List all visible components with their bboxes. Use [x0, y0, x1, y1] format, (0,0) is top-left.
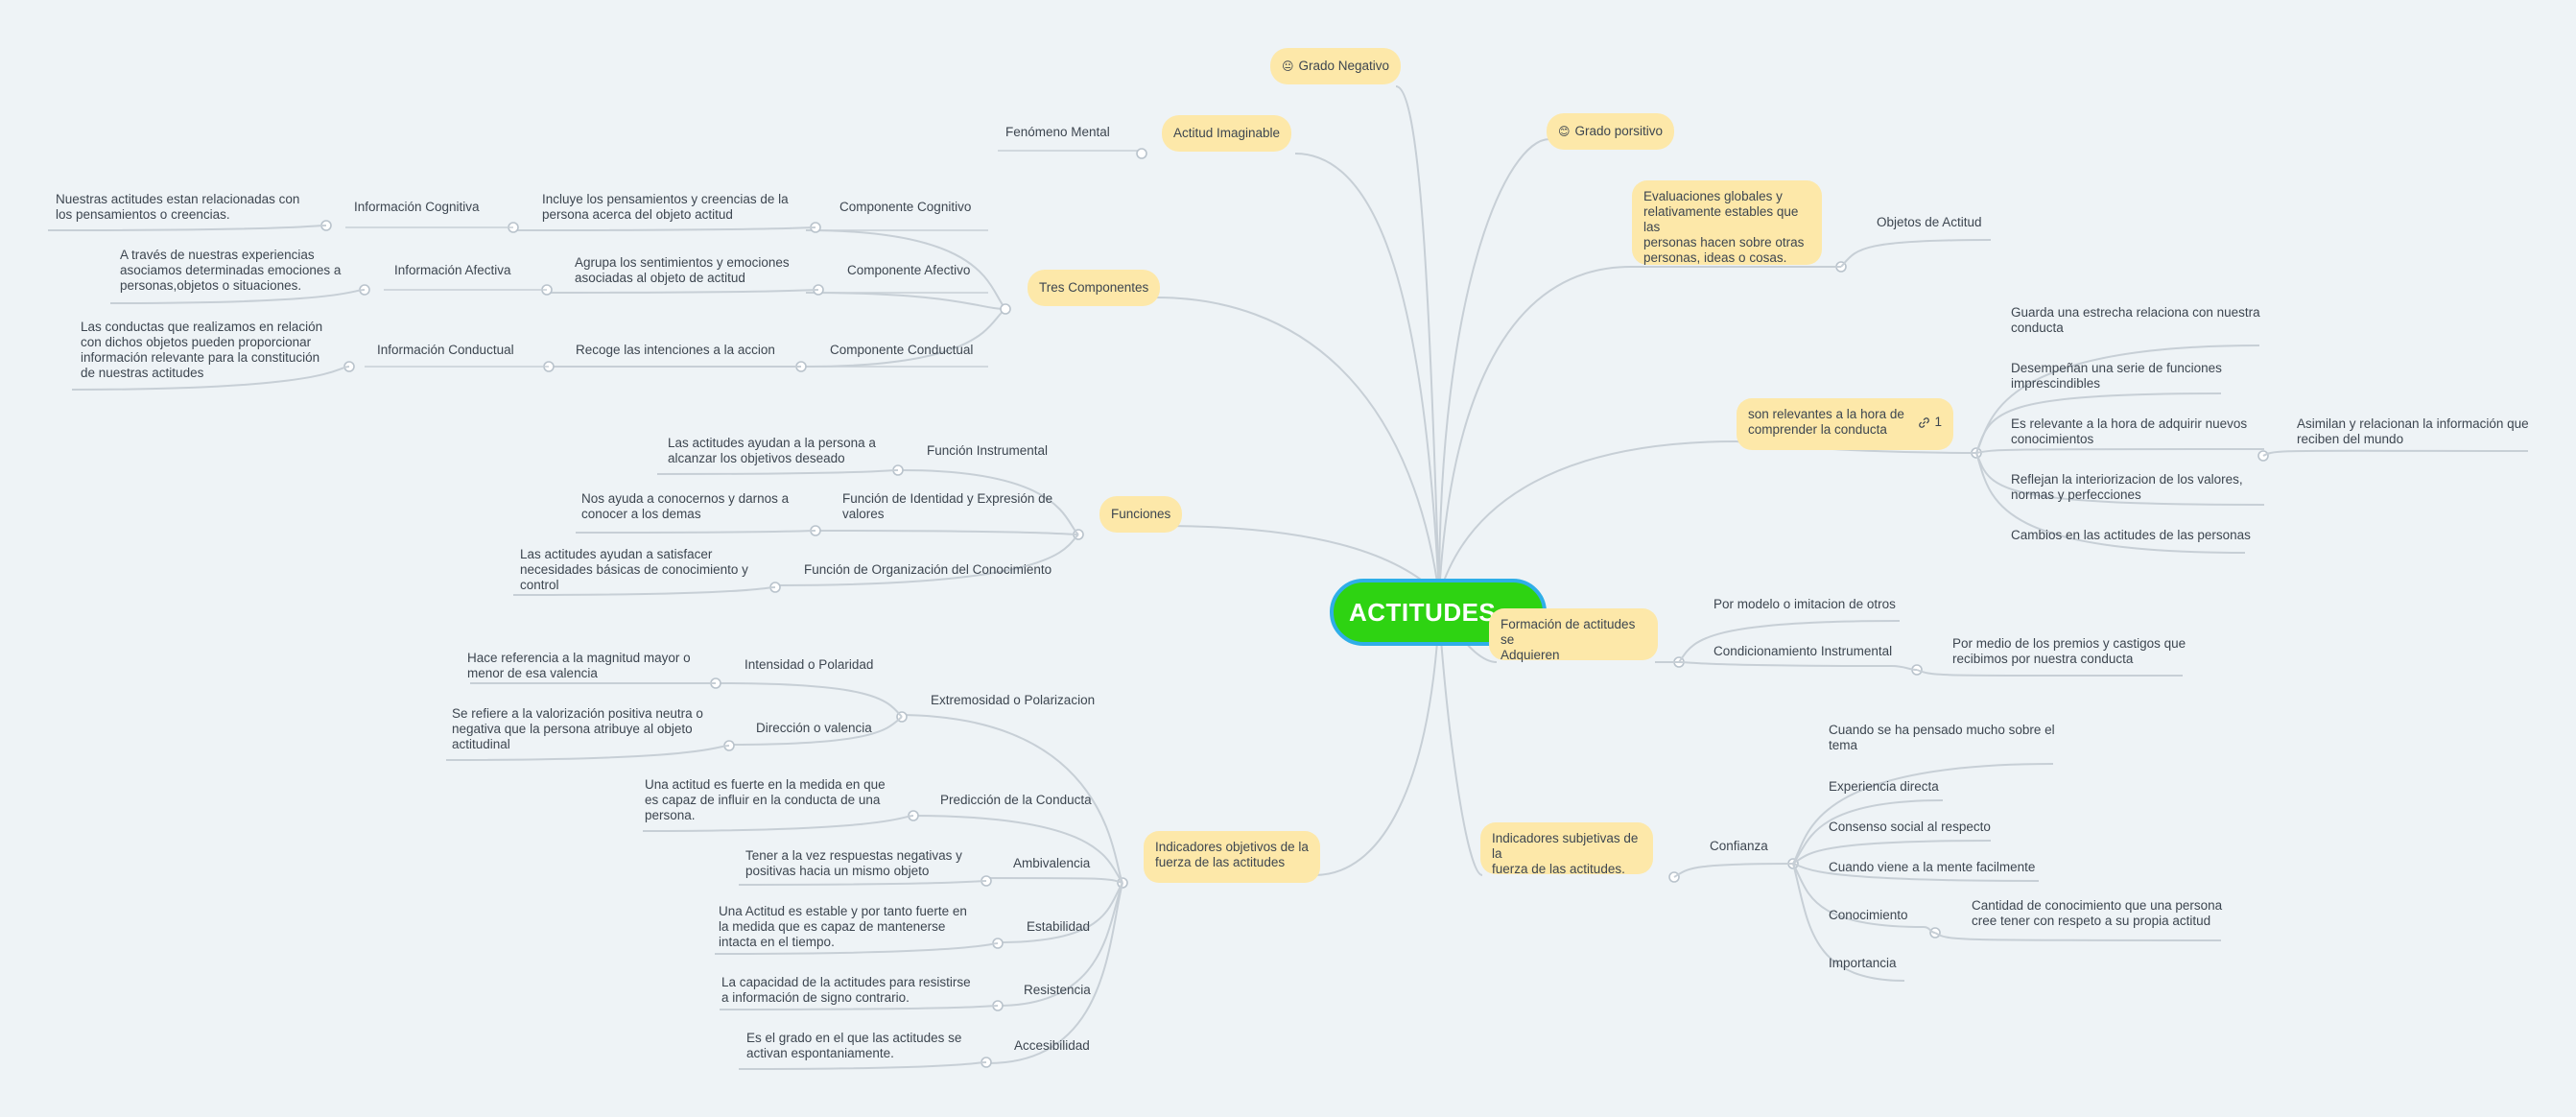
- condicionamiento-desc[interactable]: Por medio de los premios y castigos que …: [1952, 636, 2186, 666]
- link-badge[interactable]: 1: [1918, 415, 1942, 430]
- confianza-item-2[interactable]: Experiencia directa: [1829, 779, 1939, 794]
- funcion-identidad-label[interactable]: Función de Identidad y Expresión de valo…: [842, 491, 1053, 521]
- confianza-label[interactable]: Confianza: [1710, 839, 1768, 853]
- confianza-item-5[interactable]: Conocimiento: [1829, 908, 1908, 922]
- informacion-afectiva-label[interactable]: Información Afectiva: [394, 263, 511, 277]
- componente-afectivo-label[interactable]: Componente Afectivo: [847, 263, 971, 277]
- resistencia-label[interactable]: Resistencia: [1024, 983, 1091, 997]
- fenomeno-mental-label[interactable]: Fenómeno Mental: [1005, 125, 1110, 139]
- confianza-item-1[interactable]: Cuando se ha pensado mucho sobre el tema: [1829, 723, 2055, 752]
- resistencia-desc[interactable]: La capacidad de la actitudes para resist…: [721, 975, 971, 1005]
- relevantes-label: son relevantes a la hora de comprender l…: [1748, 407, 1904, 437]
- link-count: 1: [1934, 415, 1942, 429]
- indicadores-subjetivos-node[interactable]: Indicadores subjetivas de la fuerza de l…: [1480, 822, 1653, 876]
- funcion-instrumental-label[interactable]: Función Instrumental: [927, 443, 1049, 458]
- ambivalencia-label[interactable]: Ambivalencia: [1013, 856, 1091, 870]
- componente-cognitivo-desc[interactable]: Incluye los pensamientos y creencias de …: [542, 192, 789, 222]
- prediccion-label[interactable]: Predicción de la Conducta: [940, 793, 1092, 807]
- componente-conductual-desc[interactable]: Recoge las intenciones a la accion: [576, 343, 775, 357]
- componente-cognitivo-label[interactable]: Componente Cognitivo: [839, 200, 972, 214]
- relevantes-item-5[interactable]: Cambios en las actitudes de las personas: [2011, 528, 2251, 542]
- objetos-de-actitud-label[interactable]: Objetos de Actitud: [1877, 215, 1982, 229]
- grado-negativo-node[interactable]: 😐 Grado Negativo: [1270, 48, 1402, 84]
- confianza-item-4[interactable]: Cuando viene a la mente facilmente: [1829, 860, 2036, 874]
- confianza-item-6[interactable]: Importancia: [1829, 956, 1897, 970]
- informacion-afectiva-desc[interactable]: A través de nuestras experiencias asocia…: [120, 248, 342, 293]
- indicadores-objetivos-node[interactable]: Indicadores objetivos de la fuerza de la…: [1144, 831, 1320, 883]
- funcion-instrumental-desc[interactable]: Las actitudes ayudan a la persona a alca…: [668, 436, 876, 465]
- informacion-conductual-label[interactable]: Información Conductual: [377, 343, 514, 357]
- smiling-face-emoji-icon: 😊: [1558, 125, 1571, 138]
- estabilidad-label[interactable]: Estabilidad: [1027, 919, 1091, 934]
- relevantes-item-4[interactable]: Reflejan la interiorizacion de los valor…: [2011, 472, 2243, 502]
- intensidad-label[interactable]: Intensidad o Polaridad: [744, 657, 874, 672]
- relevantes-node[interactable]: son relevantes a la hora de comprender l…: [1737, 398, 1953, 450]
- funcion-organizacion-desc[interactable]: Las actitudes ayudan a satisfacer necesi…: [520, 547, 748, 592]
- componente-afectivo-desc[interactable]: Agrupa los sentimientos y emociones asoc…: [575, 255, 790, 285]
- prediccion-desc[interactable]: Una actitud es fuerte en la medida en qu…: [645, 777, 886, 822]
- componente-conductual-label[interactable]: Componente Conductual: [830, 343, 974, 357]
- funcion-organizacion-label[interactable]: Función de Organización del Conocimiento: [804, 562, 1052, 577]
- formacion-node[interactable]: Formación de actitudes se Adquieren: [1489, 608, 1658, 662]
- accesibilidad-label[interactable]: Accesibilidad: [1014, 1038, 1090, 1053]
- confianza-item-3[interactable]: Consenso social al respecto: [1829, 820, 1991, 834]
- evaluaciones-node[interactable]: Evaluaciones globales y relativamente es…: [1632, 180, 1822, 265]
- condicionamiento-label[interactable]: Condicionamiento Instrumental: [1713, 644, 1893, 658]
- informacion-conductual-desc[interactable]: Las conductas que realizamos en relación…: [81, 320, 323, 380]
- relevantes-item-2[interactable]: Desempeñan una serie de funciones impres…: [2011, 361, 2222, 391]
- grado-positivo-label: Grado porsitivo: [1574, 124, 1664, 138]
- tres-componentes-node[interactable]: Tres Componentes: [1028, 270, 1161, 306]
- ambivalencia-desc[interactable]: Tener a la vez respuestas negativas y po…: [745, 848, 962, 878]
- modelo-imitacion-label[interactable]: Por modelo o imitacion de otros: [1713, 597, 1896, 611]
- funciones-node[interactable]: Funciones: [1099, 496, 1183, 533]
- direccion-label[interactable]: Dirección o valencia: [756, 721, 872, 735]
- grado-positivo-node[interactable]: 😊 Grado porsitivo: [1547, 113, 1675, 150]
- intensidad-desc[interactable]: Hace referencia a la magnitud mayor o me…: [467, 651, 691, 680]
- actitud-imaginable-node[interactable]: Actitud Imaginable: [1162, 115, 1292, 152]
- relevantes-item-3[interactable]: Es relevante a la hora de adquirir nuevo…: [2011, 416, 2248, 446]
- neutral-face-emoji-icon: 😐: [1282, 59, 1294, 73]
- estabilidad-desc[interactable]: Una Actitud es estable y por tanto fuert…: [719, 904, 967, 949]
- grado-negativo-label: Grado Negativo: [1298, 59, 1390, 73]
- asimilan-label[interactable]: Asimilan y relacionan la información que…: [2297, 416, 2529, 446]
- relevantes-item-1[interactable]: Guarda una estrecha relaciona con nuestr…: [2011, 305, 2260, 335]
- accesibilidad-desc[interactable]: Es el grado en el que las actitudes se a…: [746, 1031, 962, 1060]
- conocimiento-desc[interactable]: Cantidad de conocimiento que una persona…: [1972, 898, 2223, 928]
- informacion-cognitiva-desc[interactable]: Nuestras actitudes estan relacionadas co…: [56, 192, 300, 222]
- extremosidad-label[interactable]: Extremosidad o Polarizacion: [931, 693, 1096, 707]
- informacion-cognitiva-label[interactable]: Información Cognitiva: [354, 200, 480, 214]
- funcion-identidad-desc[interactable]: Nos ayuda a conocernos y darnos a conoce…: [581, 491, 790, 521]
- link-icon: [1919, 416, 1930, 428]
- direccion-desc[interactable]: Se refiere a la valorización positiva ne…: [452, 706, 703, 751]
